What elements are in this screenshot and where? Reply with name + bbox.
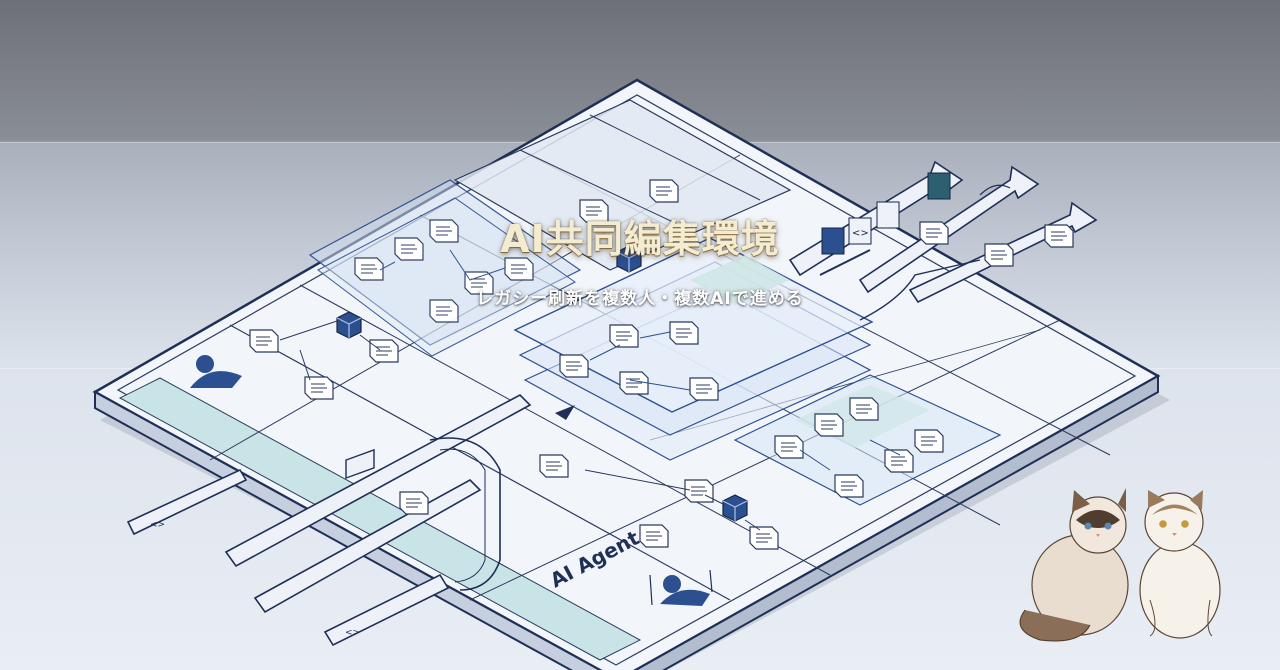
hero-subtitle: レガシー刷新を複数人・複数AIで進める (476, 289, 804, 309)
floating-panel-right (733, 374, 1002, 506)
person-icon-agent (649, 569, 713, 606)
cube-icon-lower (722, 494, 748, 522)
svg-text:<>: <> (852, 228, 869, 239)
cat-illustration (1019, 488, 1221, 642)
svg-text:<>: <> (345, 628, 360, 638)
floating-panel-left (308, 179, 582, 357)
svg-text:<>: <> (150, 520, 165, 530)
floating-panel-center (513, 237, 874, 461)
cube-icon (336, 311, 362, 339)
hero-title: AI共同編集環境 (500, 217, 780, 261)
person-icon-left (190, 355, 242, 388)
back-panel (453, 99, 792, 271)
